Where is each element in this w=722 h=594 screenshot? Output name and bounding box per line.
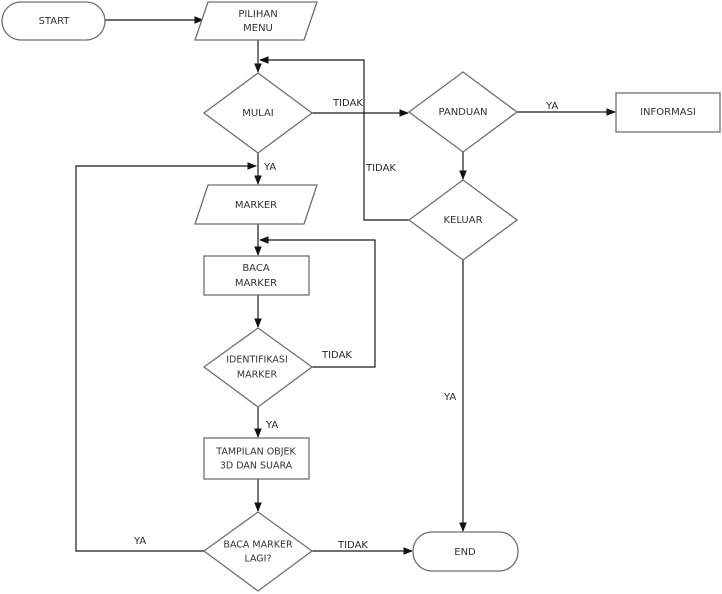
terminator-shape bbox=[1, 1, 106, 41]
edge-label-mulai-tidak: TIDAK bbox=[332, 98, 363, 109]
decision-shape bbox=[407, 179, 519, 261]
process-shape bbox=[203, 255, 310, 296]
edge-label-mulai-ya: YA bbox=[263, 162, 276, 173]
input-output-shape bbox=[194, 184, 318, 225]
edge-label-lagi-ya: YA bbox=[133, 536, 146, 547]
edge-label-keluar-tidak: TIDAK bbox=[365, 163, 396, 174]
node-baca-marker-lagi: BACA MARKER LAGI? bbox=[202, 511, 314, 592]
edge-labels: TIDAK YA YA TIDAK YA TIDAK YA YA TIDAK bbox=[133, 98, 558, 551]
node-label: PANDUAN bbox=[438, 107, 487, 118]
edge-identifikasi-baca bbox=[259, 236, 376, 368]
node-label: TAMPILAN OBJEK bbox=[215, 447, 296, 458]
node-keluar: KELUAR bbox=[407, 179, 519, 261]
process-shape bbox=[615, 92, 721, 133]
node-label: MARKER bbox=[235, 278, 277, 289]
edge-label-lagi-tidak: TIDAK bbox=[337, 540, 368, 551]
node-start: START bbox=[1, 1, 106, 41]
process-shape bbox=[203, 437, 310, 480]
edge-label-identifikasi-tidak: TIDAK bbox=[321, 350, 352, 361]
node-end: END bbox=[412, 531, 519, 572]
edge-lagi-marker bbox=[75, 162, 257, 552]
node-pilihan-menu: PILIHAN MENU bbox=[194, 1, 318, 41]
node-label: BACA MARKER bbox=[223, 540, 293, 551]
node-marker: MARKER bbox=[194, 184, 318, 225]
node-label: BACA bbox=[242, 263, 270, 274]
node-label: LAGI? bbox=[244, 554, 271, 565]
decision-shape bbox=[202, 327, 314, 408]
node-label: INFORMASI bbox=[640, 107, 696, 118]
node-identifikasi-marker: IDENTIFIKASI MARKER bbox=[202, 327, 314, 408]
node-label: IDENTIFIKASI bbox=[226, 355, 288, 366]
decision-shape bbox=[202, 511, 314, 592]
edge-label-identifikasi-ya: YA bbox=[265, 420, 278, 431]
node-label: MARKER bbox=[235, 200, 277, 211]
node-tampilan-objek: TAMPILAN OBJEK 3D DAN SUARA bbox=[203, 437, 310, 480]
decision-shape bbox=[202, 72, 314, 154]
connectors bbox=[75, 16, 616, 555]
node-label: START bbox=[39, 16, 71, 27]
node-label: MARKER bbox=[237, 370, 278, 381]
decision-shape bbox=[407, 71, 519, 153]
node-label: PILIHAN bbox=[238, 9, 277, 20]
terminator-shape bbox=[412, 531, 519, 572]
node-label: MULAI bbox=[242, 108, 274, 119]
edge-label-keluar-ya: YA bbox=[443, 392, 456, 403]
node-panduan: PANDUAN bbox=[407, 71, 519, 153]
input-output-shape bbox=[194, 1, 318, 41]
node-baca-marker: BACA MARKER bbox=[203, 255, 310, 296]
node-label: KELUAR bbox=[443, 215, 482, 226]
node-label: MENU bbox=[243, 23, 273, 34]
node-mulai: MULAI bbox=[202, 72, 314, 154]
node-label: END bbox=[454, 547, 476, 558]
edge-keluar-mulai bbox=[259, 56, 409, 221]
edge-label-panduan-ya: YA bbox=[545, 101, 558, 112]
node-label: 3D DAN SUARA bbox=[220, 461, 293, 472]
node-informasi: INFORMASI bbox=[615, 92, 721, 133]
